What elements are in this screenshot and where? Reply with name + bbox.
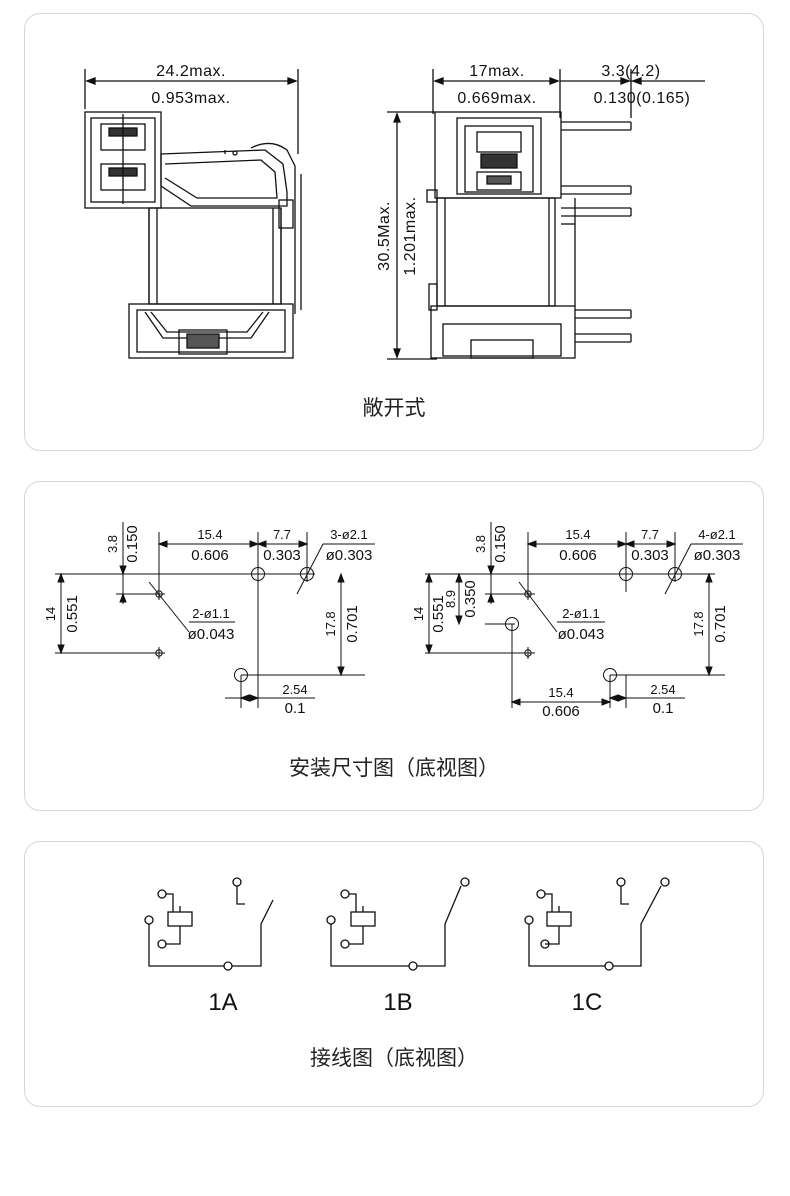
left-top-small-in: 0.150 (124, 525, 141, 563)
right-hole-in: ø0.303 (694, 547, 741, 564)
right-bottom-span-mm: 15.4 (548, 685, 573, 700)
hole-icon (234, 668, 248, 682)
left-top-small-mm: 3.8 (105, 535, 120, 553)
right-top-small-mm: 3.8 (473, 535, 488, 553)
hole-icon (505, 617, 519, 631)
height-mm-label: 30.5Max. (376, 201, 393, 271)
right-side-mm: 14 (411, 607, 426, 621)
pin-in-label: 0.130(0.165) (594, 90, 691, 107)
wiring-diagram-panel: 1A 1B (24, 841, 764, 1107)
wiring-1c: 1C (524, 877, 670, 1016)
left-hole-in: ø0.303 (326, 547, 373, 564)
relay-side-view: 17max. 0.669max. 3.3(4.2) 0.130(0.165) 3… (376, 63, 705, 360)
wiring-drawing: 1A 1B (144, 877, 670, 1016)
right-right-mm: 17.8 (691, 611, 706, 636)
left-span2-mm: 7.7 (273, 527, 291, 542)
left-side-mm: 14 (43, 607, 58, 621)
left-bottom-mm: 2.54 (282, 682, 307, 697)
wiring-label-1b: 1B (383, 989, 412, 1016)
hole-icon (668, 567, 682, 581)
left-side-in: 0.551 (64, 595, 81, 633)
wiring-1b: 1B (326, 877, 470, 1016)
right-mid-mm: 8.9 (443, 590, 458, 608)
outline-caption: 敞开式 (362, 396, 426, 420)
mounting-dimensions-panel: 15.4 0.606 7.7 0.303 3-ø2.1 ø0.303 3.8 0… (24, 481, 764, 811)
footprint-left: 15.4 0.606 7.7 0.303 3-ø2.1 ø0.303 3.8 0… (43, 522, 375, 717)
right-top-small-in: 0.150 (492, 525, 509, 563)
right-coil-hole-mm: 2-ø1.1 (562, 606, 600, 621)
height-in-label: 1.201max. (402, 196, 419, 275)
left-right-in: 0.701 (344, 605, 361, 643)
right-mid-in: 0.350 (462, 580, 479, 618)
right-right-in: 0.701 (712, 605, 729, 643)
wiring-1a: 1A (144, 877, 274, 1016)
wiring-label-1c: 1C (572, 989, 603, 1016)
right-bottom-span-in: 0.606 (542, 703, 580, 720)
left-hole-mm: 3-ø2.1 (330, 527, 368, 542)
hole-icon (251, 567, 265, 581)
right-coil-hole-in: ø0.043 (558, 626, 605, 643)
wiring-caption: 接线图（底视图） (310, 1046, 478, 1070)
right-bottom-mm: 2.54 (650, 682, 675, 697)
outline-drawing: 24.2max. 0.953max. (84, 63, 705, 360)
left-coil-hole-mm: 2-ø1.1 (192, 606, 230, 621)
left-coil-hole-in: ø0.043 (188, 626, 235, 643)
depth-in-label: 0.669max. (457, 90, 536, 107)
right-hole-mm: 4-ø2.1 (698, 527, 736, 542)
right-span2-mm: 7.7 (641, 527, 659, 542)
pin-mm-label: 3.3(4.2) (601, 63, 660, 80)
hole-icon (603, 668, 617, 682)
hole-icon (619, 567, 633, 581)
mounting-drawing: 15.4 0.606 7.7 0.303 3-ø2.1 ø0.303 3.8 0… (43, 522, 743, 720)
width-mm-label: 24.2max. (156, 63, 226, 80)
outline-dimensions-panel: 24.2max. 0.953max. (24, 13, 764, 451)
right-span1-mm: 15.4 (565, 527, 590, 542)
left-right-mm: 17.8 (323, 611, 338, 636)
depth-mm-label: 17max. (469, 63, 524, 80)
right-bottom-in: 0.1 (653, 700, 674, 717)
hole-icon (300, 567, 314, 581)
footprint-right: 15.4 0.606 7.7 0.303 4-ø2.1 ø0.303 3.8 0… (411, 522, 743, 720)
width-in-label: 0.953max. (151, 90, 230, 107)
right-side-in: 0.551 (430, 595, 447, 633)
wiring-label-1a: 1A (208, 989, 237, 1016)
left-span2-in: 0.303 (263, 547, 301, 564)
left-span1-in: 0.606 (191, 547, 229, 564)
left-span1-mm: 15.4 (197, 527, 222, 542)
right-span1-in: 0.606 (559, 547, 597, 564)
right-span2-in: 0.303 (631, 547, 669, 564)
relay-front-view: 24.2max. 0.953max. (84, 63, 302, 359)
left-bottom-in: 0.1 (285, 700, 306, 717)
mounting-caption: 安装尺寸图（底视图） (289, 756, 499, 780)
